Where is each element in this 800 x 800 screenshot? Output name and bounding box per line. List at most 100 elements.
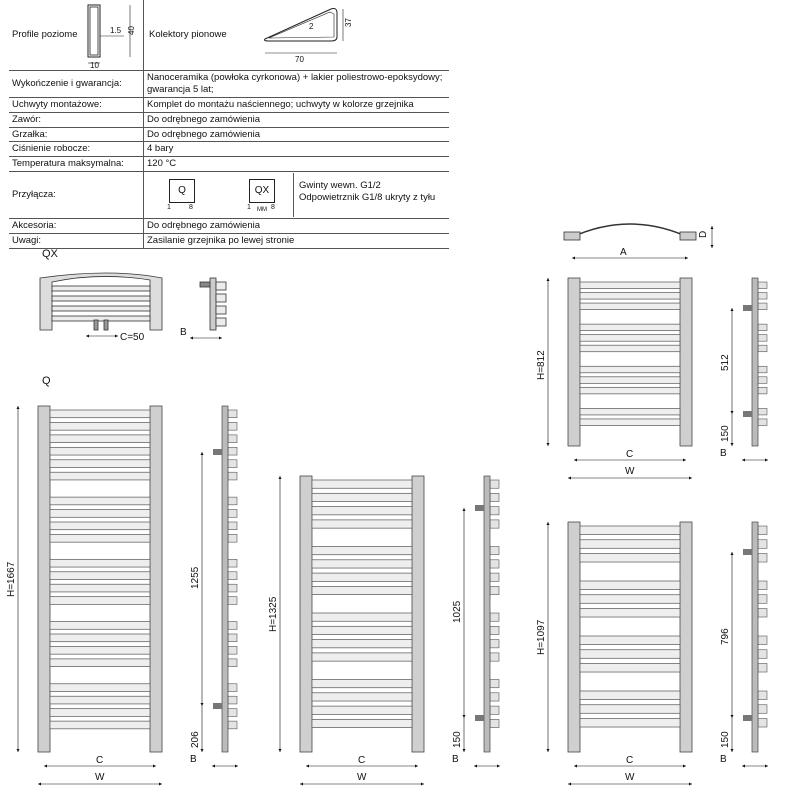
heater-bar (49, 683, 151, 692)
bottom-offset-label: 206 (190, 731, 201, 748)
heater-drawings: H=1667CW1255206BH=1325CW1025150BH=812CW5… (6, 277, 768, 786)
heater-bar (311, 506, 413, 516)
side-bar (757, 281, 768, 289)
side-bar (227, 559, 238, 568)
side-bar (227, 583, 238, 593)
b-label: B (720, 754, 727, 765)
qx-side-view (199, 277, 227, 331)
side-bar (757, 302, 768, 310)
spec-row: Uchwyty montażowe:Komplet do montażu naś… (9, 97, 449, 113)
side-bar (227, 534, 238, 543)
qx-box: QX (249, 179, 275, 204)
h-label: H=1097 (536, 619, 547, 655)
collector-left (37, 405, 51, 753)
side-bar (489, 519, 500, 529)
side-bar (757, 635, 768, 645)
heater-bar (49, 646, 151, 655)
svg-text:A: A (620, 247, 627, 258)
bottom-offset-label: 150 (452, 731, 463, 748)
heater-bar (49, 558, 151, 568)
w-label: W (357, 772, 367, 783)
w-label: W (625, 772, 635, 783)
qx-c-label: C=50 (120, 332, 145, 343)
h-label: H=812 (536, 350, 547, 380)
spec-row: Wykończenie i gwarancja:Nanoceramika (po… (9, 70, 449, 98)
side-bar (227, 521, 238, 531)
heater-bar (311, 652, 413, 662)
side-bar (757, 323, 768, 331)
heater-bar (49, 708, 151, 717)
wall-bracket (213, 703, 222, 709)
dim-2: 2 (309, 22, 314, 31)
side-bar (757, 663, 768, 673)
side-bar (757, 334, 768, 342)
pipe-spacing-label: 796 (720, 628, 731, 645)
heater-bar (49, 621, 151, 630)
connection-notes: Gwinty wewn. G1/2 Odpowietrznik G1/8 ukr… (299, 180, 436, 204)
spec-table: Profile poziome 1.5 40 10 Kolektory pion… (9, 0, 449, 249)
heater-bar (579, 553, 681, 563)
c-label: C (626, 755, 633, 766)
heater-bar (49, 509, 151, 518)
side-view (475, 475, 500, 753)
heater-bar (579, 376, 681, 384)
side-bar (489, 679, 500, 689)
heater-bar (579, 594, 681, 604)
side-collector (221, 405, 229, 753)
side-bar (227, 434, 238, 443)
q-title: Q (42, 375, 51, 387)
spec-row: Zawór:Do odrębnego zamówienia (9, 112, 449, 128)
collector-right (149, 405, 163, 753)
qx-partial-view (39, 272, 163, 331)
h-label: H=1325 (268, 596, 279, 632)
wall-bracket (743, 549, 752, 555)
heater-bar (579, 635, 681, 645)
heater-bar (311, 705, 413, 715)
b-label: B (720, 448, 727, 459)
heater-bar (579, 365, 681, 374)
heater-bar (579, 334, 681, 342)
heater-bar (311, 479, 413, 489)
side-bar (757, 608, 768, 618)
spec-row: Akcesoria:Do odrębnego zamówienia (9, 218, 449, 234)
side-bar (489, 546, 500, 556)
c-label: C (626, 449, 633, 460)
heater-bar (49, 471, 151, 481)
connections-row: Przyłącza: Q 1 8 QX 1 MM 8 Gwinty wewn. … (9, 171, 449, 220)
heater-bar (311, 692, 413, 702)
side-bar (757, 553, 768, 563)
side-view (743, 521, 768, 753)
side-collector (751, 277, 759, 447)
heater-bar (579, 649, 681, 659)
spec-row: Grzałka:Do odrębnego zamówienia (9, 127, 449, 143)
heater-bar (49, 633, 151, 643)
dim-40: 40 (127, 26, 136, 35)
heater-bar (311, 519, 413, 529)
heater-bar (311, 546, 413, 556)
wall-bracket (213, 449, 222, 455)
side-bar (227, 633, 238, 643)
w-label: W (625, 466, 635, 477)
heater-bar (579, 718, 681, 728)
heater-bar (579, 281, 681, 289)
side-bar (757, 387, 768, 395)
dim-1-5: 1.5 (110, 26, 122, 35)
heater-bar (579, 539, 681, 549)
side-bar (757, 539, 768, 549)
collector-right (679, 521, 693, 753)
heater-bar (579, 418, 681, 426)
heater-bar (49, 695, 151, 705)
bottom-offset-label: 150 (720, 425, 731, 442)
top-view (563, 223, 697, 241)
heater-bar (49, 459, 151, 468)
collector-left (567, 521, 581, 753)
heater-bar (49, 658, 151, 667)
side-bar (227, 596, 238, 605)
wall-bracket (743, 715, 752, 721)
bottom-offset-label: 150 (720, 731, 731, 748)
side-bar (227, 409, 238, 419)
